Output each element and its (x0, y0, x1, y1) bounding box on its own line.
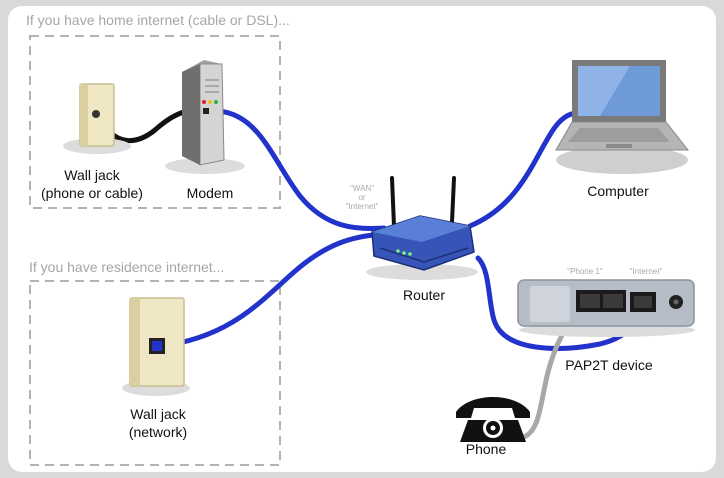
wall-jack-network-label-line1: Wall jack (130, 406, 186, 422)
router-icon (366, 176, 478, 280)
wall-jack-network-icon (122, 297, 190, 396)
phone-label: Phone (465, 441, 507, 457)
pap-phone1-port-label: "Phone 1" (567, 267, 603, 276)
router-wan-line1: "WAN" (349, 184, 375, 193)
computer-label: Computer (587, 183, 649, 199)
residence-internet-box (29, 280, 281, 466)
router-wan-line3: "Internet" (345, 202, 379, 211)
router-wan-line2: or (358, 193, 366, 202)
home-internet-heading: If you have home internet (cable or DSL)… (26, 12, 290, 28)
wall-jack-network-label: Wall jack (network) (110, 405, 206, 441)
residence-internet-heading: If you have residence internet... (29, 259, 225, 275)
modem-router-cable (207, 108, 387, 232)
wall-jack-phone-label-line2: (phone or cable) (41, 185, 143, 201)
router-label: Router (402, 287, 446, 303)
wall-jack-network-label-line2: (network) (128, 424, 188, 440)
pap-internet-port-label: "Internet" (629, 267, 663, 276)
modem-icon (165, 60, 245, 174)
home-internet-box (29, 35, 281, 209)
walljack-router-cable (157, 231, 387, 349)
pap2t-label: PAP2T device (565, 357, 653, 373)
computer-icon (555, 60, 690, 174)
wall-jack-phone-label-line1: Wall jack (64, 167, 120, 183)
wall-jack-phone-icon (63, 83, 131, 154)
router-wan-port-label: "WAN" or "Internet" (338, 184, 386, 211)
phone-icon (456, 397, 530, 442)
modem-label: Modem (186, 185, 234, 201)
wall-jack-phone-label: Wall jack (phone or cable) (35, 166, 149, 202)
pap2t-device-icon (517, 279, 695, 337)
